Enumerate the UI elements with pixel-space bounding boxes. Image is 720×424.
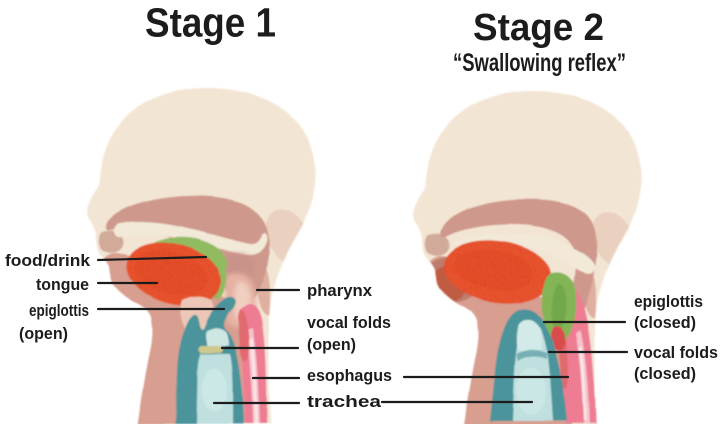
svg-text:trachea: trachea — [307, 392, 382, 411]
svg-text:vocal folds: vocal folds — [634, 343, 718, 362]
svg-text:(closed): (closed) — [634, 313, 696, 332]
svg-text:(open): (open) — [19, 324, 68, 343]
svg-text:(closed): (closed) — [634, 364, 696, 383]
svg-text:esophagus: esophagus — [307, 366, 392, 385]
svg-text:tongue: tongue — [36, 275, 89, 294]
svg-text:vocal folds: vocal folds — [307, 313, 391, 332]
svg-text:pharynx: pharynx — [307, 281, 373, 300]
svg-text:Stage 2: Stage 2 — [473, 7, 604, 49]
svg-text:epiglottis: epiglottis — [634, 292, 703, 311]
svg-text:epiglottis: epiglottis — [29, 301, 89, 320]
svg-text:food/drink: food/drink — [5, 251, 91, 270]
svg-text:Stage 1: Stage 1 — [145, 0, 276, 46]
svg-text:“Swallowing reflex”: “Swallowing reflex” — [453, 49, 626, 77]
svg-text:(open): (open) — [307, 335, 356, 354]
